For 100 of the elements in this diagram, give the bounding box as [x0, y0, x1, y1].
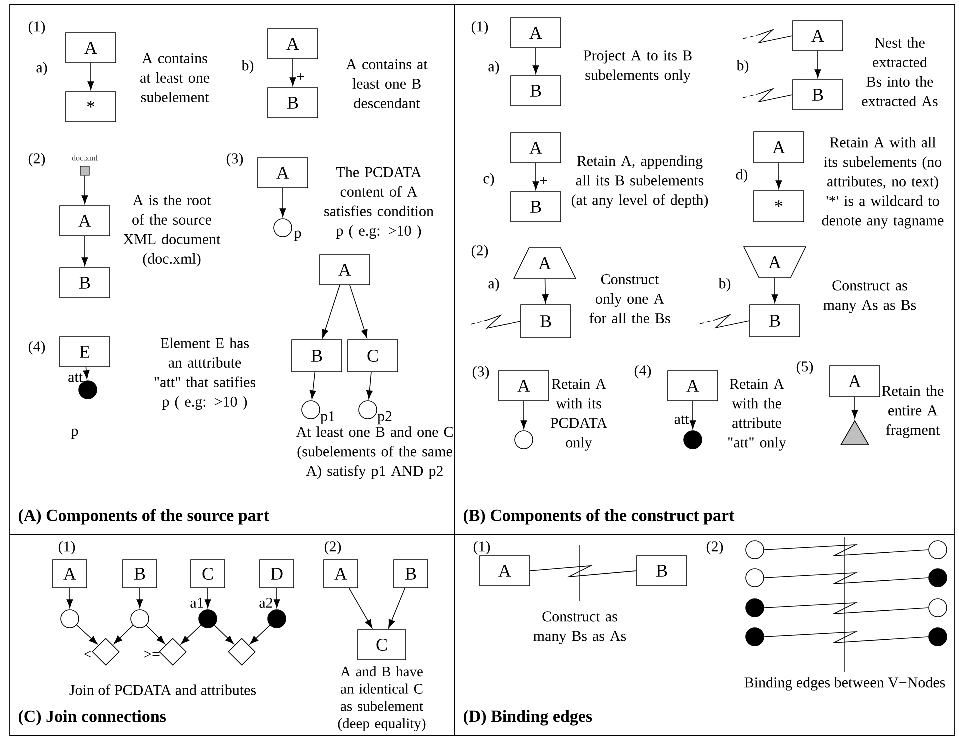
arrow: [310, 372, 316, 400]
description-text: Project A to its B subelements only: [584, 50, 692, 84]
arrow: [348, 588, 373, 628]
item-marker: (4): [28, 341, 46, 355]
element-box: *: [66, 92, 116, 122]
filled-circle: [198, 610, 218, 628]
description-text: Element E has an atttribute "att" that satifies p ( e.g: >10 ): [154, 338, 256, 410]
edge-label: att: [674, 415, 690, 425]
binding-edge: [764, 544, 929, 557]
binding-edge: [764, 632, 929, 644]
element-box: C: [348, 340, 398, 372]
item-marker: d): [736, 169, 748, 183]
binding-edge: [470, 314, 521, 330]
binding-edge: [764, 602, 929, 615]
description-text: Retain A with its PCDATA only: [550, 379, 608, 451]
item-marker: a): [488, 61, 500, 75]
arrow: [274, 588, 280, 608]
item-marker: b): [718, 278, 731, 292]
description-text: The PCDATA content of A satisfies condition p ( e.g: >10 ): [324, 166, 434, 240]
element-box: A: [268, 28, 318, 60]
item-marker: b): [242, 60, 254, 74]
element-box: B: [510, 192, 562, 222]
filled-circle: [78, 380, 98, 400]
element-box: B: [520, 304, 572, 338]
arrow: [776, 163, 782, 190]
element-box: *: [754, 190, 804, 222]
binding-edge: [742, 28, 793, 44]
hollow-circle: [302, 400, 320, 420]
description-text: A contains at least one subelement: [140, 53, 210, 103]
hollow-circle: [928, 540, 948, 560]
arrow: [146, 625, 166, 644]
join-diamond: [159, 638, 187, 666]
hollow-circle: [514, 430, 534, 450]
element-box: A: [498, 370, 550, 402]
edge-label: +: [539, 176, 549, 186]
arrow: [76, 624, 98, 645]
node-caption: p: [72, 428, 78, 440]
arrow: [204, 588, 212, 608]
arrow: [136, 588, 144, 608]
element-box: A: [258, 158, 308, 188]
element-box: B: [792, 80, 844, 110]
element-box: A: [52, 560, 88, 588]
arrow: [214, 625, 234, 644]
item-marker: a): [488, 278, 500, 292]
description-text: Construct as many Bs as As: [534, 612, 626, 644]
arrow: [82, 236, 88, 266]
item-marker: a): [36, 62, 48, 76]
document-square: [80, 166, 90, 176]
item-marker: (2): [472, 245, 488, 259]
hollow-circle: [928, 598, 948, 618]
node-caption: p: [294, 230, 302, 242]
element-box: B: [60, 268, 110, 298]
join-diamond: [228, 638, 256, 666]
description-text: Retain the entire A fragment: [882, 386, 944, 438]
element-box: C: [358, 630, 406, 660]
element-box: A: [60, 206, 110, 236]
element-box: B: [510, 76, 562, 106]
node-caption: doc.xml: [72, 155, 98, 161]
arrow: [388, 588, 406, 628]
binding-edge: [530, 565, 637, 578]
item-marker: (1): [472, 21, 488, 35]
description-text: Retain A, appending all its B subelements (at any level of depth): [572, 156, 708, 208]
element-box: B: [292, 340, 342, 372]
arrow: [350, 285, 368, 338]
description-text: A contains at least one B descendant: [346, 59, 428, 109]
edge-label: att: [68, 373, 84, 383]
hollow-circle: [358, 400, 378, 420]
arrow: [366, 372, 373, 400]
element-box: B: [636, 556, 688, 586]
arrow: [83, 367, 90, 380]
element-box: B: [750, 304, 800, 338]
element-box: D: [260, 560, 294, 588]
item-marker: (2): [324, 541, 342, 555]
description-text: Construct as many As as Bs: [824, 280, 916, 314]
edge-label: +: [296, 72, 306, 82]
element-box: A: [510, 132, 562, 164]
element-box: C: [190, 560, 226, 588]
element-box: B: [268, 88, 318, 118]
description-text: A and B have an identical C as subelement (deep equality): [338, 666, 426, 732]
hollow-circle: [746, 568, 764, 588]
hollow-circle: [274, 218, 292, 238]
filled-circle: [928, 628, 948, 646]
hollow-circle: [130, 610, 150, 628]
filled-circle: [928, 568, 948, 588]
arrow: [852, 397, 858, 419]
arrow: [532, 163, 540, 190]
filled-circle: [684, 430, 702, 450]
edge-label: a2: [258, 597, 274, 609]
item-marker: c): [484, 173, 494, 187]
arrow: [181, 625, 202, 644]
filled-circle: [268, 610, 286, 628]
arrow: [280, 188, 286, 218]
element-box: A: [792, 20, 844, 52]
item-marker: (1): [474, 541, 490, 555]
item-marker: (3): [226, 153, 244, 167]
description-text: Retain A with all its subelements (no attributes, no text) '*' is a wildcard to denote any tagname: [822, 137, 944, 229]
element-box: A: [830, 366, 880, 398]
element-box: A: [754, 132, 804, 164]
hollow-circle: [746, 540, 764, 560]
node-caption: >=: [144, 650, 160, 658]
